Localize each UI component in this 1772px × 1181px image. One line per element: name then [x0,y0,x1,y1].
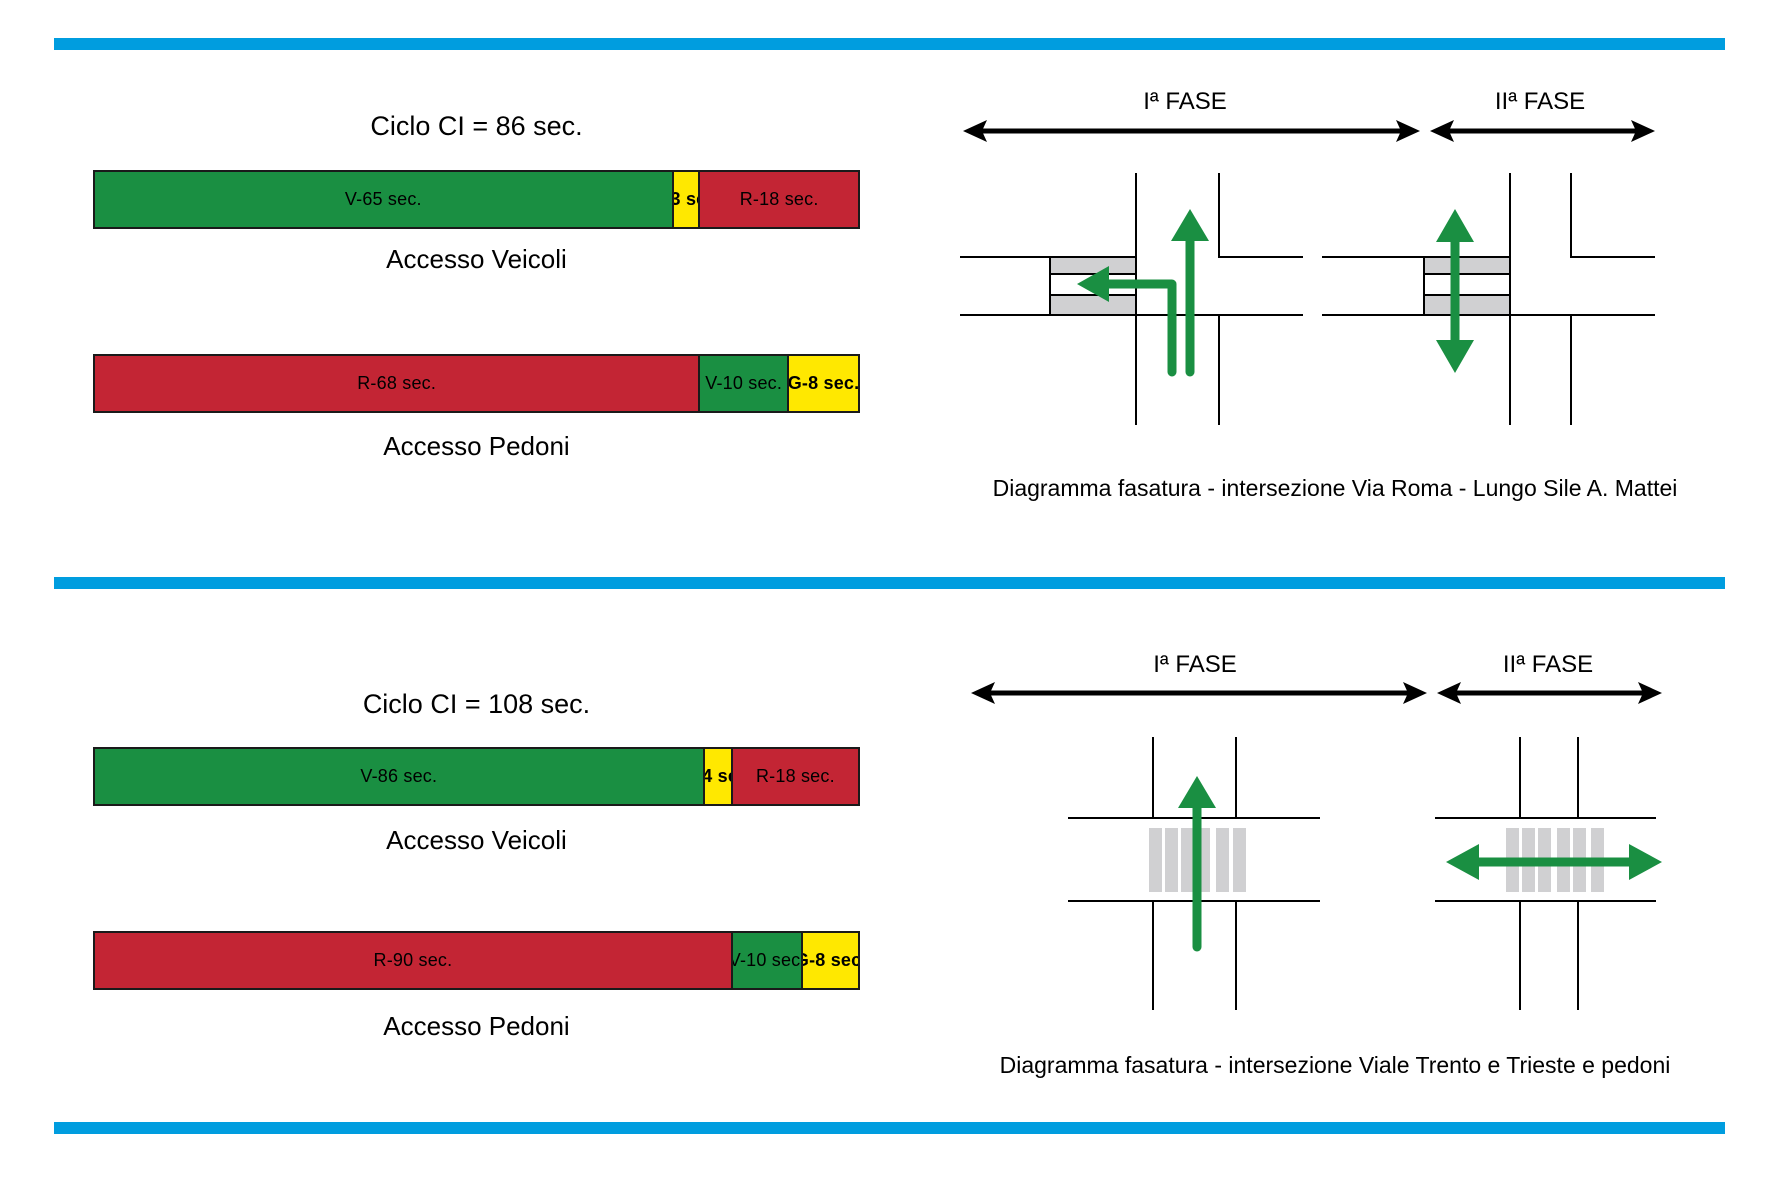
bar-segment: R-18 sec. [698,172,858,227]
pedestrian-horizontal-double-arrow-icon [1446,844,1662,880]
phase-1-span-arrow [963,120,1420,142]
bar-segment: G-4 sec. [702,749,731,804]
phase-2-span-arrow [1430,120,1655,142]
left-turn-arrow-icon [1077,266,1177,377]
bar-segment: V-86 sec. [95,749,703,804]
bar-label: Accesso Pedoni [383,1011,570,1041]
cycle-title: Ciclo CI = 86 sec. [370,111,583,141]
intersection-diagram-phase-1 [960,173,1303,425]
arrowhead-left-icon [971,682,995,704]
phase-1-label: Iª FASE [1143,88,1227,115]
bar-segment: V-10 sec. [698,356,788,411]
bar-segment: R-68 sec. [95,356,699,411]
arrowhead-right-icon [1631,120,1655,142]
bar-segment: V-10 sec. [730,933,802,988]
bar-segment: G-3 sec. [671,172,699,227]
straight-arrow-icon [1171,209,1209,377]
arrowhead-right-icon [1403,682,1427,704]
intersection-diagram-phase-2 [1435,737,1662,1010]
bar-segment: R-18 sec. [730,749,858,804]
timing-bar-pedestrians: R-90 sec. V-10 sec. G-8 sec. [93,931,860,990]
intersection-diagram-phase-2 [1322,173,1655,425]
phase-2-span-arrow [1437,682,1662,704]
bar-label: Accesso Veicoli [386,825,567,855]
arrowhead-right-icon [1396,120,1420,142]
arrowhead-left-icon [1437,682,1461,704]
crosswalk-stripe [1050,257,1136,274]
pedestrian-vertical-double-arrow-icon [1436,209,1474,373]
diagram-caption: Diagramma fasatura - intersezione Viale … [999,1052,1671,1078]
phase-1-span-arrow [971,682,1427,704]
timing-bar-vehicles: V-86 sec. G-4 sec. R-18 sec. [93,747,860,806]
straight-arrow-icon [1178,776,1216,952]
divider-top [54,38,1725,50]
diagram-caption: Diagramma fasatura - intersezione Via Ro… [992,475,1678,501]
divider-middle [54,577,1725,589]
arrowhead-left-icon [1430,120,1454,142]
phase-2-label: IIª FASE [1502,651,1594,678]
intersection-diagram-phase-1 [1068,737,1320,1010]
bar-segment: G-8 sec. [801,933,858,988]
bar-label: Accesso Pedoni [383,431,570,461]
phase-2-label: IIª FASE [1494,88,1586,115]
bar-label: Accesso Veicoli [386,244,567,274]
crosswalk-stripe [1424,295,1510,315]
divider-bottom [54,1122,1725,1134]
bar-segment: V-65 sec. [95,172,672,227]
timing-bar-pedestrians: R-68 sec. V-10 sec. G-8 sec. [93,354,860,413]
arrowhead-left-icon [963,120,987,142]
crosswalk-stripe [1050,295,1136,315]
timing-bar-vehicles: V-65 sec. G-3 sec. R-18 sec. [93,170,860,229]
bar-segment: R-90 sec. [95,933,731,988]
phase-1-label: Iª FASE [1153,651,1237,678]
arrowhead-right-icon [1638,682,1662,704]
crosswalk-stripe [1424,257,1510,274]
bar-segment: G-8 sec. [787,356,858,411]
cycle-title: Ciclo CI = 108 sec. [362,689,591,719]
